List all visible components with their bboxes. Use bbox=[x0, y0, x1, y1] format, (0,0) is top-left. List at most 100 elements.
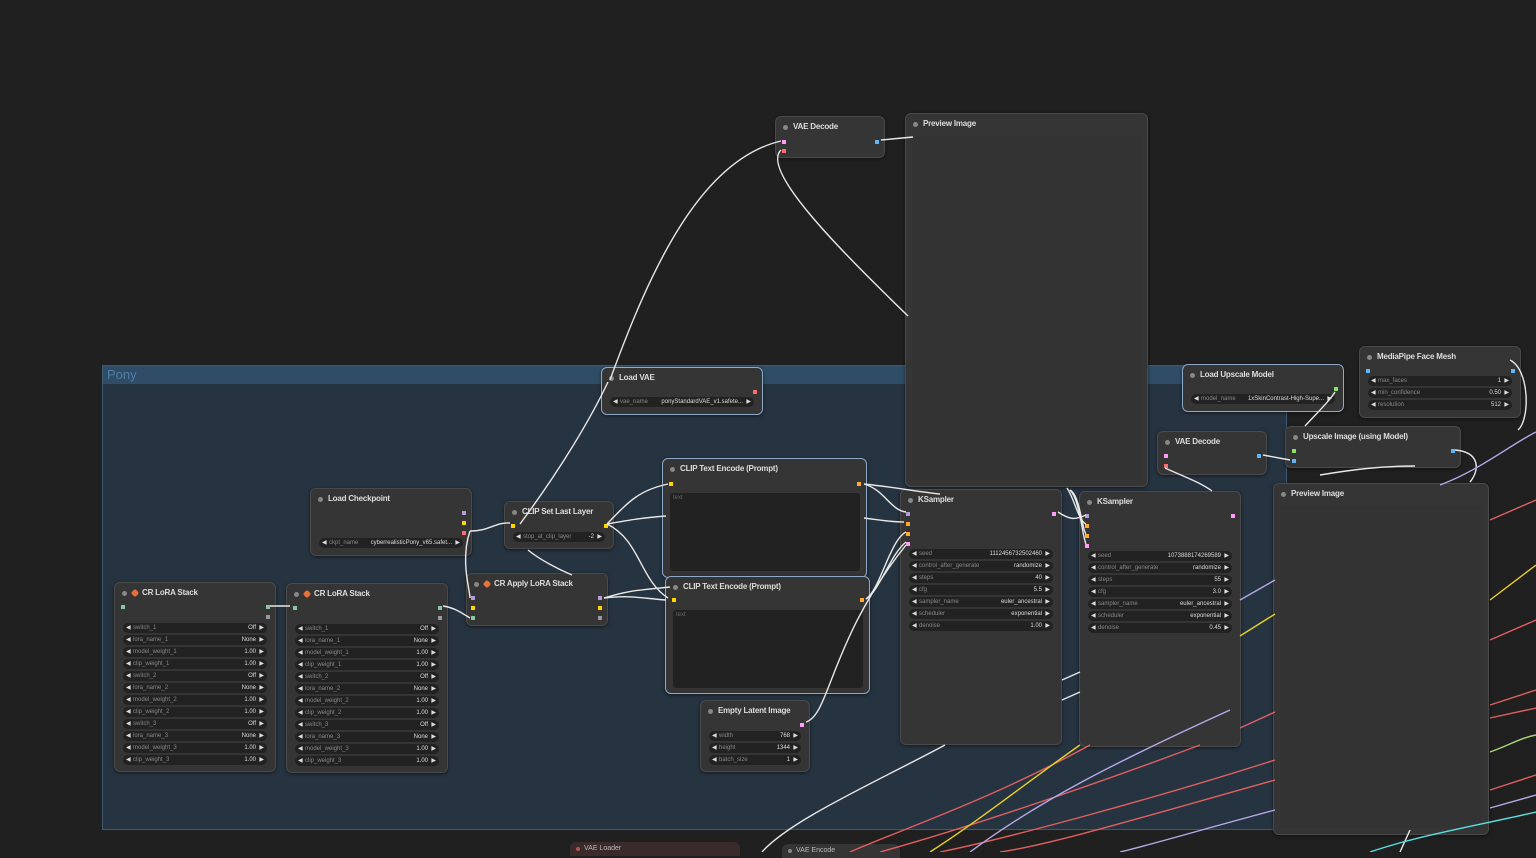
output-slot-upscale-model[interactable] bbox=[1334, 387, 1338, 391]
node-title[interactable]: CR Apply LoRA Stack bbox=[467, 574, 607, 594]
prompt-textarea[interactable]: text bbox=[670, 493, 860, 571]
input-slot-lora-stack[interactable] bbox=[471, 616, 475, 620]
arrow-left-icon[interactable]: ◀ bbox=[126, 709, 131, 715]
arrow-right-icon[interactable]: ▶ bbox=[1224, 613, 1229, 619]
arrow-left-icon[interactable]: ◀ bbox=[126, 697, 131, 703]
input-slot-clip[interactable] bbox=[471, 606, 475, 610]
input-slot-clip[interactable] bbox=[669, 482, 673, 486]
arrow-right-icon[interactable]: ▶ bbox=[1045, 623, 1050, 629]
input-slot-samples[interactable] bbox=[782, 140, 786, 144]
output-slot-model[interactable] bbox=[462, 511, 466, 515]
node-title[interactable]: Load VAE bbox=[602, 368, 762, 388]
arrow-right-icon[interactable]: ▶ bbox=[1045, 599, 1050, 605]
arrow-left-icon[interactable]: ◀ bbox=[126, 649, 131, 655]
arrow-left-icon[interactable]: ◀ bbox=[298, 686, 303, 692]
output-slot-lora-stack[interactable] bbox=[438, 606, 442, 610]
arrow-right-icon[interactable]: ▶ bbox=[1045, 551, 1050, 557]
node-cr-apply-lora-stack[interactable]: CR Apply LoRA Stack bbox=[466, 573, 608, 626]
arrow-right-icon[interactable]: ▶ bbox=[431, 662, 436, 668]
arrow-right-icon[interactable]: ▶ bbox=[1504, 390, 1509, 396]
arrow-left-icon[interactable]: ◀ bbox=[298, 662, 303, 668]
arrow-left-icon[interactable]: ◀ bbox=[912, 563, 917, 569]
arrow-right-icon[interactable]: ▶ bbox=[1045, 611, 1050, 617]
collapse-dot-icon[interactable] bbox=[122, 591, 127, 596]
node-title[interactable]: CLIP Set Last Layer bbox=[505, 502, 613, 522]
output-slot-show-help[interactable] bbox=[266, 615, 270, 619]
node-title[interactable]: CLIP Text Encode (Prompt) bbox=[663, 459, 866, 479]
node-vae-encode-bottom[interactable]: VAE Encode bbox=[782, 844, 900, 858]
output-slot-latent[interactable] bbox=[800, 723, 804, 727]
input-slot-positive[interactable] bbox=[1085, 524, 1089, 528]
arrow-left-icon[interactable]: ◀ bbox=[1091, 601, 1096, 607]
arrow-left-icon[interactable]: ◀ bbox=[322, 540, 327, 546]
arrow-left-icon[interactable]: ◀ bbox=[1091, 553, 1096, 559]
arrow-right-icon[interactable]: ▶ bbox=[431, 710, 436, 716]
collapse-dot-icon[interactable] bbox=[1281, 492, 1286, 497]
arrow-left-icon[interactable]: ◀ bbox=[126, 685, 131, 691]
arrow-right-icon[interactable]: ▶ bbox=[431, 674, 436, 680]
arrow-right-icon[interactable]: ▶ bbox=[431, 650, 436, 656]
collapse-dot-icon[interactable] bbox=[1367, 355, 1372, 360]
node-title[interactable]: Load Checkpoint bbox=[311, 489, 471, 509]
collapse-dot-icon[interactable] bbox=[1087, 500, 1092, 505]
arrow-right-icon[interactable]: ▶ bbox=[1327, 396, 1332, 402]
node-preview-image-2[interactable]: Preview Image bbox=[1273, 483, 1489, 835]
arrow-left-icon[interactable]: ◀ bbox=[1371, 378, 1376, 384]
arrow-right-icon[interactable]: ▶ bbox=[793, 733, 798, 739]
input-slot-image[interactable] bbox=[1292, 459, 1296, 463]
arrow-right-icon[interactable]: ▶ bbox=[259, 733, 264, 739]
arrow-right-icon[interactable]: ▶ bbox=[259, 709, 264, 715]
arrow-right-icon[interactable]: ▶ bbox=[1504, 402, 1509, 408]
input-slot-lora-stack[interactable] bbox=[293, 606, 297, 610]
output-slot-show-help[interactable] bbox=[438, 616, 442, 620]
arrow-left-icon[interactable]: ◀ bbox=[712, 733, 717, 739]
arrow-right-icon[interactable]: ▶ bbox=[1224, 589, 1229, 595]
node-title[interactable]: VAE Decode bbox=[776, 117, 884, 137]
arrow-left-icon[interactable]: ◀ bbox=[1091, 577, 1096, 583]
output-slot-conditioning[interactable] bbox=[860, 598, 864, 602]
arrow-left-icon[interactable]: ◀ bbox=[126, 625, 131, 631]
arrow-right-icon[interactable]: ▶ bbox=[431, 698, 436, 704]
arrow-right-icon[interactable]: ▶ bbox=[259, 637, 264, 643]
arrow-right-icon[interactable]: ▶ bbox=[259, 697, 264, 703]
arrow-right-icon[interactable]: ▶ bbox=[259, 745, 264, 751]
arrow-right-icon[interactable]: ▶ bbox=[259, 757, 264, 763]
arrow-left-icon[interactable]: ◀ bbox=[912, 575, 917, 581]
arrow-left-icon[interactable]: ◀ bbox=[712, 745, 717, 751]
output-slot-image[interactable] bbox=[875, 140, 879, 144]
arrow-left-icon[interactable]: ◀ bbox=[298, 746, 303, 752]
arrow-right-icon[interactable]: ▶ bbox=[259, 721, 264, 727]
arrow-left-icon[interactable]: ◀ bbox=[1371, 402, 1376, 408]
node-title[interactable]: MediaPipe Face Mesh bbox=[1360, 347, 1520, 367]
collapse-dot-icon[interactable] bbox=[673, 585, 678, 590]
arrow-right-icon[interactable]: ▶ bbox=[1045, 563, 1050, 569]
node-vae-decode-top[interactable]: VAE Decode bbox=[775, 116, 885, 158]
arrow-right-icon[interactable]: ▶ bbox=[431, 734, 436, 740]
arrow-right-icon[interactable]: ▶ bbox=[1224, 625, 1229, 631]
collapse-dot-icon[interactable] bbox=[670, 467, 675, 472]
node-title[interactable]: Empty Latent Image bbox=[701, 701, 809, 721]
input-slot-negative[interactable] bbox=[906, 532, 910, 536]
arrow-left-icon[interactable]: ◀ bbox=[126, 733, 131, 739]
arrow-right-icon[interactable]: ▶ bbox=[746, 399, 751, 405]
arrow-left-icon[interactable]: ◀ bbox=[1091, 589, 1096, 595]
